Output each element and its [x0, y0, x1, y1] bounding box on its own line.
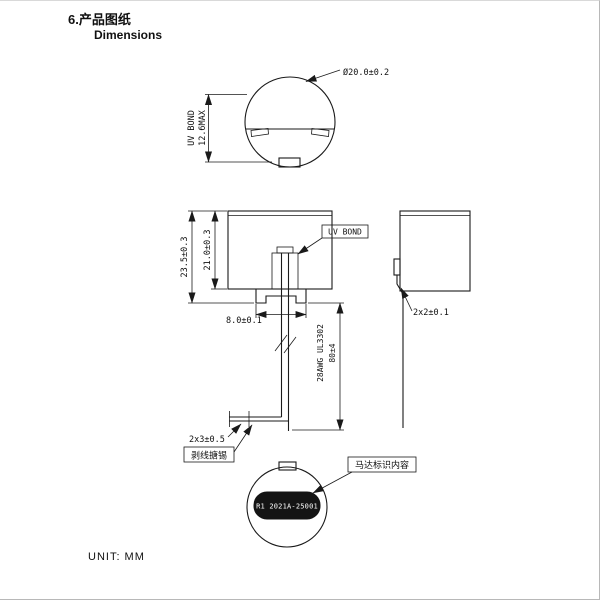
page-title-en: Dimensions: [94, 28, 163, 42]
front-view-body-height-label: 21.0±0.3: [203, 230, 213, 271]
front-view-overall-height-label: 23.5±0.3: [180, 237, 190, 278]
marking-band: [253, 491, 321, 520]
marking-note-label: 马达标识内容: [355, 459, 409, 470]
front-view-uvbond-label: UV BOND: [328, 228, 362, 237]
top-view: Ø20.0±0.2 UV BOND 12.6MAX: [187, 67, 389, 168]
wire-gauge-label: 28AWG UL3302: [316, 324, 325, 382]
top-view-diameter-label: Ø20.0±0.2: [343, 67, 389, 78]
top-view-maxheight-label: 12.6MAX: [198, 109, 208, 146]
strip-length-label: 2x3±0.5: [189, 435, 225, 445]
motor-marking-text: R1 2021A-25001: [256, 503, 318, 511]
page-title-cn: 6.产品图纸: [68, 12, 131, 27]
wire-length-label: 80±4: [328, 343, 337, 362]
front-view-base-width-label: 8.0±0.1: [226, 316, 262, 326]
top-view-uvbond-label: UV BOND: [187, 110, 197, 146]
front-view: 21.0±0.3 23.5±0.3 8.0±0.1 UV BOND 28AWG …: [180, 210, 369, 431]
bottom-view: R1 2021A-25001 马达标识内容: [246, 456, 417, 548]
strip-note-label: 剥线搪锡: [191, 450, 227, 461]
wire-end-detail: 2x3±0.5 剥线搪锡: [183, 423, 253, 463]
side-view: 2x2±0.1: [393, 210, 471, 428]
unit-label: UNIT: MM: [88, 551, 145, 563]
side-view-tab-label: 2x2±0.1: [413, 308, 449, 318]
